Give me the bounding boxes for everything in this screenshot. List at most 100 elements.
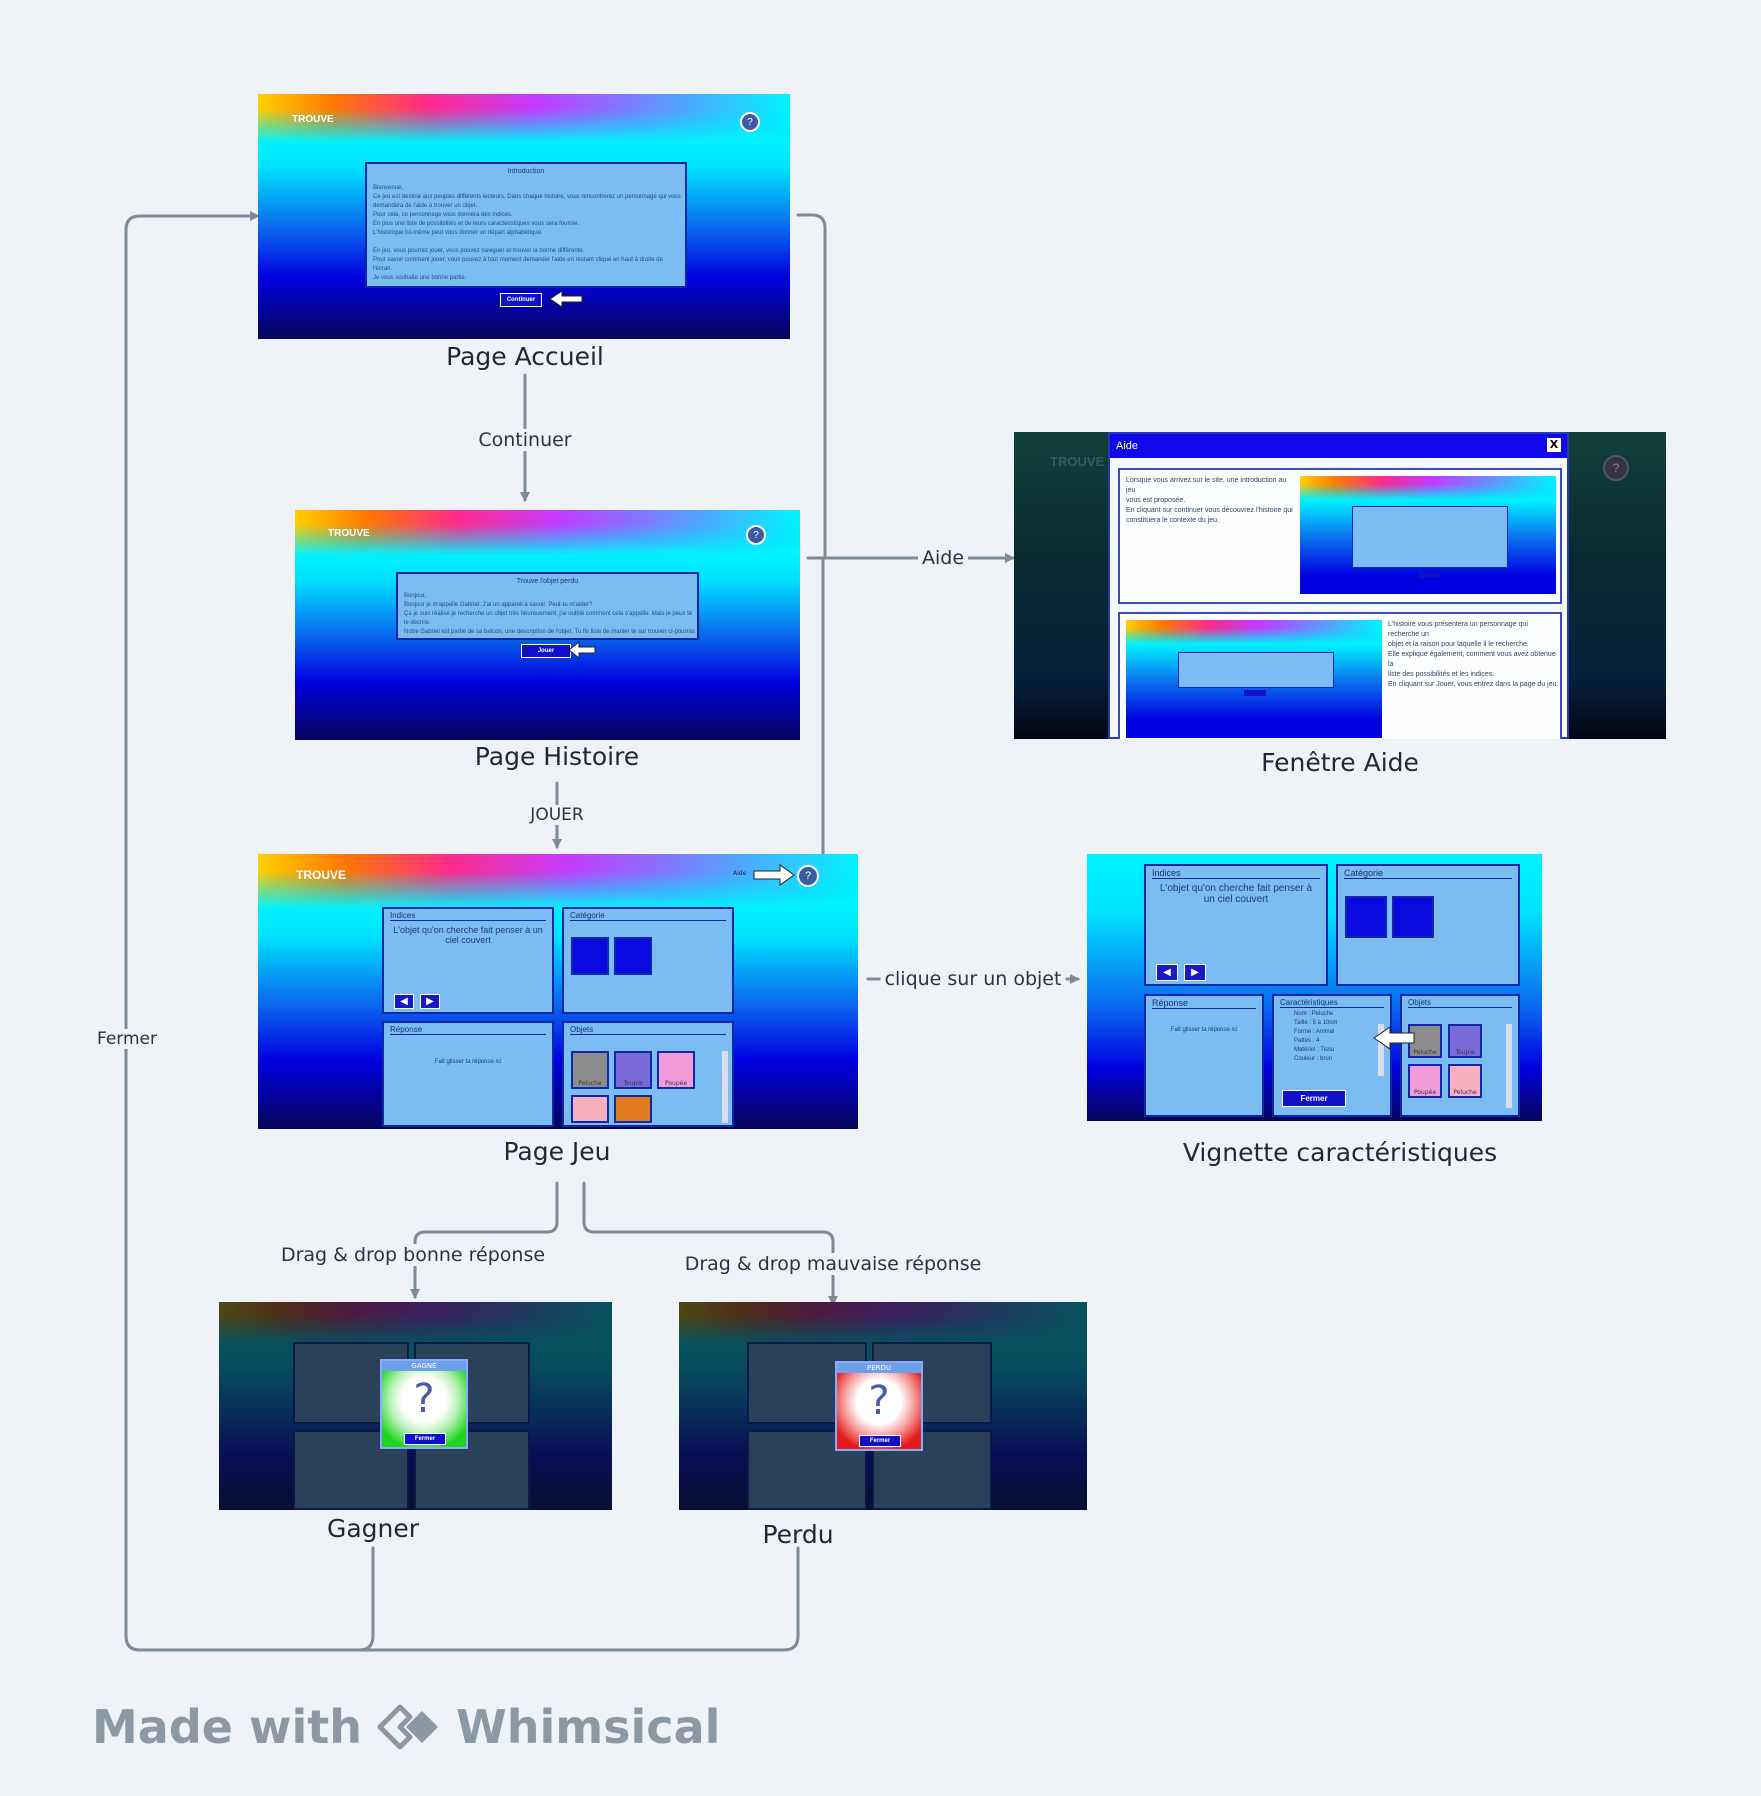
edge-fermer-gagner xyxy=(124,211,375,1652)
aide-screenshot: TROUVE ? Aide X Lorsque vous arrivez sur… xyxy=(1014,432,1666,739)
story-text-line: Notre Gabriel est partie de sa balcon, u… xyxy=(404,629,695,635)
win-popup: GAGNÉ ? Fermer xyxy=(380,1359,468,1449)
story-text-line: Bonjour je m'appelle Gabriel. J'ai un ap… xyxy=(404,602,593,608)
scrollbar[interactable] xyxy=(1378,1024,1384,1076)
edge-label-clique: clique sur un objet xyxy=(880,968,1066,990)
object-tile-toupie[interactable]: Toupie xyxy=(1448,1024,1482,1058)
aide-section-1-line: vous est proposée. xyxy=(1126,497,1186,504)
reponse-title: Réponse xyxy=(1152,998,1256,1009)
label-page-accueil: Page Accueil xyxy=(446,342,604,371)
gagner-screenshot: GAGNÉ ? Fermer xyxy=(219,1302,612,1510)
story-text-line: Ça je suis réalisé je recherche un objet… xyxy=(404,611,693,626)
aide-section-1-line: constituera le contexte du jeu. xyxy=(1126,517,1220,524)
fermer-button[interactable]: Fermer xyxy=(1282,1090,1346,1107)
caract-item: Taille : 5 à 10cm xyxy=(1294,1019,1390,1028)
pointer-arrow-icon xyxy=(568,641,596,659)
aide-section-1-text: Lorsque vous arrivez sur le site, une in… xyxy=(1126,476,1296,526)
pointer-arrow-icon xyxy=(753,864,795,886)
continuer-button[interactable]: Continuer xyxy=(500,293,542,307)
prev-button[interactable]: ◀ xyxy=(394,994,414,1009)
pointer-arrow-icon xyxy=(1373,1026,1415,1050)
fermer-button[interactable]: Fermer xyxy=(404,1433,446,1445)
intro-text-line: Pour cela, ce personnage vous donnera de… xyxy=(373,212,513,218)
story-title: Trouve l'objet perdu xyxy=(516,578,579,585)
label-page-histoire: Page Histoire xyxy=(474,742,640,771)
aide-section-1: Lorsque vous arrivez sur le site, une in… xyxy=(1118,468,1562,604)
logo: TROUVE xyxy=(292,114,334,125)
intro-text-line: En jeu, vous pourrez jouer, vous pouvez … xyxy=(373,248,585,254)
node-page-accueil: TROUVE ? Introduction Bienvenue,Ce jeu e… xyxy=(258,94,790,339)
indices-panel: Indices L'objet qu'on cherche fait pense… xyxy=(382,907,554,1014)
objets-title: Objets xyxy=(570,1025,726,1035)
scrollbar[interactable] xyxy=(722,1051,728,1123)
aide-section-2-line: En cliquant sur Jouer, vous entrez dans … xyxy=(1388,681,1559,688)
jouer-button[interactable]: Jouer xyxy=(521,644,571,658)
node-perdu: PERDU ? Fermer xyxy=(679,1302,1087,1510)
aide-section-2-line: Elle explique également, comment vous av… xyxy=(1388,651,1556,668)
objets-title: Objets xyxy=(1408,998,1512,1008)
categorie-panel: Catégorie xyxy=(1336,864,1520,986)
popup-title: GAGNÉ xyxy=(382,1361,466,1371)
prev-button[interactable]: ◀ xyxy=(1156,964,1178,981)
node-gagner: GAGNÉ ? Fermer xyxy=(219,1302,612,1510)
next-button[interactable]: ▶ xyxy=(420,994,440,1009)
reponse-panel[interactable]: Réponse Fait glisser ta réponse ici xyxy=(382,1021,554,1127)
category-cup-icon[interactable] xyxy=(1392,896,1434,938)
help-icon[interactable]: ? xyxy=(740,112,760,132)
object-tile-peluche-2[interactable]: Peluche xyxy=(1448,1064,1482,1098)
intro-text-line: Bienvenue, xyxy=(373,185,404,191)
logo: TROUVE xyxy=(1050,454,1105,469)
indices-text: L'objet qu'on cherche fait penser à un c… xyxy=(393,925,543,945)
caract-item: Forme : Animal xyxy=(1294,1028,1390,1037)
intro-text-line: Pour savoir comment jouer, vous pouvez à… xyxy=(373,257,663,263)
whimsical-text: Whimsical xyxy=(455,1700,721,1754)
label-gagner: Gagner xyxy=(326,1514,420,1543)
scrollbar[interactable] xyxy=(1506,1024,1512,1108)
object-tile-ours[interactable] xyxy=(614,1095,652,1123)
indices-panel: Indices L'objet qu'on cherche fait pense… xyxy=(1144,864,1328,986)
object-tile-peluche[interactable]: Peluche xyxy=(571,1051,609,1089)
intro-text-line: Ce jeu est destiné aux peuples différent… xyxy=(373,194,681,200)
rainbow-band xyxy=(258,854,858,909)
object-tile-peluche-2[interactable] xyxy=(571,1095,609,1123)
story-text-line: Bonjour, xyxy=(404,593,427,599)
label-page-jeu: Page Jeu xyxy=(503,1137,611,1166)
histoire-screenshot: TROUVE ? Trouve l'objet perdu Bonjour,Bo… xyxy=(295,510,800,740)
object-tile-poupee[interactable]: Poupée xyxy=(657,1051,695,1089)
aide-thumb-accueil xyxy=(1300,476,1556,594)
caract-item: Couleur : brun xyxy=(1294,1055,1390,1064)
caracteristiques-panel: Caractéristiques Nom : PelucheTaille : 5… xyxy=(1272,994,1392,1117)
jeu-screenshot: TROUVE Aide ? Indices L'objet qu'on cher… xyxy=(258,854,858,1129)
edge-label-bonne: Drag & drop bonne réponse xyxy=(276,1244,550,1266)
rainbow-band xyxy=(258,94,790,143)
help-icon[interactable]: ? xyxy=(797,865,819,887)
reponse-panel[interactable]: Réponse Fait glisser ta réponse ici xyxy=(1144,994,1264,1117)
category-toy-icon[interactable] xyxy=(1345,896,1387,938)
object-tile-poupee[interactable]: Poupée xyxy=(1408,1064,1442,1098)
object-tile-toupie[interactable]: Toupie xyxy=(614,1051,652,1089)
aide-section-1-line: Lorsque vous arrivez sur le site, une in… xyxy=(1126,477,1287,494)
logo: TROUVE xyxy=(296,868,347,882)
fermer-button[interactable]: Fermer xyxy=(859,1435,901,1447)
story-box: Trouve l'objet perdu Bonjour, Bonjour je … xyxy=(396,572,699,640)
label-vignette: Vignette caractéristiques xyxy=(1182,1138,1498,1167)
category-cup-icon[interactable] xyxy=(614,937,652,975)
category-toy-icon[interactable] xyxy=(571,937,609,975)
help-icon[interactable]: ? xyxy=(746,525,766,545)
whimsical-branding[interactable]: Made with Whimsical xyxy=(92,1700,720,1754)
help-icon[interactable]: ? xyxy=(1603,455,1629,481)
close-button[interactable]: X xyxy=(1547,438,1561,452)
intro-text-line: En plus une liste de possibilités et de … xyxy=(373,221,580,227)
categorie-panel: Catégorie xyxy=(562,907,734,1014)
categorie-title: Catégorie xyxy=(570,911,726,921)
edge-fermer-perdu xyxy=(333,1546,800,1652)
next-button[interactable]: ▶ xyxy=(1184,964,1206,981)
intro-text-line xyxy=(373,238,683,247)
story-text: Bonjour, Bonjour je m'appelle Gabriel. J'… xyxy=(404,592,696,638)
aide-window: Aide X Lorsque vous arrivez sur le site,… xyxy=(1108,432,1569,739)
label-fenetre-aide: Fenêtre Aide xyxy=(1261,748,1419,777)
aide-thumb-histoire xyxy=(1126,620,1382,738)
edge-label-aide: Aide xyxy=(917,547,969,569)
question-icon: ? xyxy=(868,1378,890,1424)
edge-label-jouer: JOUER xyxy=(526,805,588,825)
